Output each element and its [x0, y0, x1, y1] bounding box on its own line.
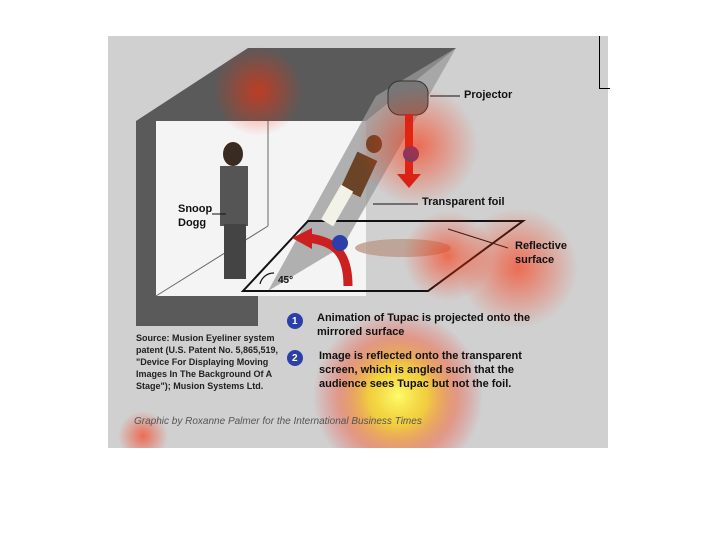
badge-1-number: 1: [292, 316, 298, 327]
reflection-arrow-head: [292, 228, 312, 249]
snoop-head: [223, 142, 243, 166]
angle-label: 45°: [278, 275, 294, 286]
step-1-text: Animation of Tupac is projected onto the…: [317, 312, 531, 338]
floor-edge: [155, 225, 269, 297]
reflective-label-1: Reflective: [515, 240, 567, 252]
tupac-head: [366, 135, 382, 153]
snoop-label-2: Dogg: [178, 217, 207, 229]
tupac-legs: [321, 184, 354, 227]
projection-beam: [405, 114, 413, 176]
snoop-body: [220, 166, 248, 226]
foil-label: Transparent foil: [422, 196, 505, 208]
badge-2-number: 2: [292, 353, 298, 364]
projector-body: [387, 80, 429, 116]
projection-arrow-head: [397, 174, 421, 188]
badge-2-diagram: [332, 235, 348, 251]
projector-label: Projector: [464, 89, 513, 101]
step-2-text: Image is reflected onto the transparent …: [319, 350, 522, 390]
reflective-label-2: surface: [515, 254, 555, 266]
source-note: Source: Musion Eyeliner system patent (U…: [136, 333, 279, 391]
snoop-legs: [224, 224, 246, 279]
hologram-diagram: Projector Transparent foil Snoop Dogg Re…: [108, 36, 608, 448]
stage-left-wall: [136, 121, 156, 326]
badge-1-caption: [287, 313, 303, 329]
snoop-label-1: Snoop: [178, 203, 213, 215]
badge-2-caption: [287, 350, 303, 366]
angle-arc: [259, 272, 275, 285]
graphic-credit: Graphic by Roxanne Palmer for the Intern…: [134, 416, 422, 427]
badge-1-diagram: [403, 146, 419, 162]
stage-front-floor: [136, 296, 258, 326]
reflected-tupac: [355, 239, 451, 257]
corner-bracket: [599, 36, 610, 89]
